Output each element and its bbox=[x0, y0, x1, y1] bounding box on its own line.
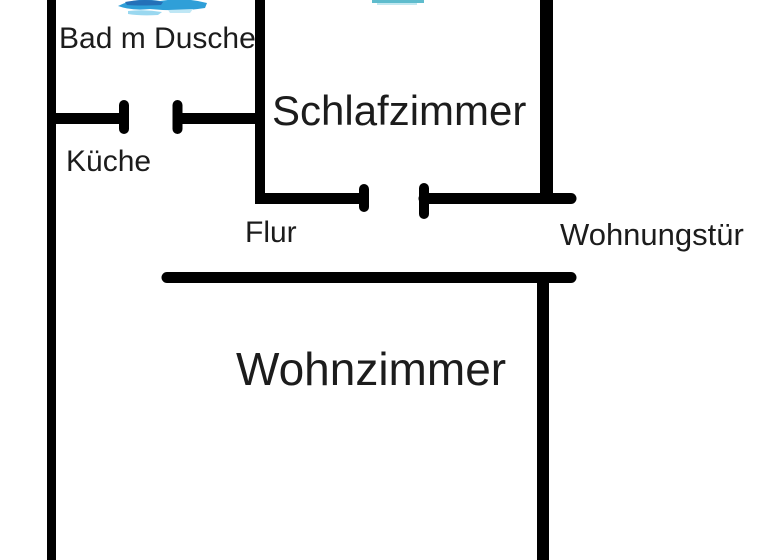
room-label-schlafzimmer: Schlafzimmer bbox=[272, 87, 527, 134]
door-label-wohnungstuer: Wohnungstür bbox=[560, 217, 744, 252]
room-label-wohnzimmer: Wohnzimmer bbox=[236, 343, 507, 395]
room-label-bad: Bad m Dusche bbox=[59, 22, 256, 55]
room-label-flur: Flur bbox=[245, 216, 297, 249]
room-label-kueche: Küche bbox=[66, 145, 152, 178]
cut-off-blue-icon bbox=[372, 0, 424, 5]
water-scribble-icon bbox=[118, 0, 207, 16]
